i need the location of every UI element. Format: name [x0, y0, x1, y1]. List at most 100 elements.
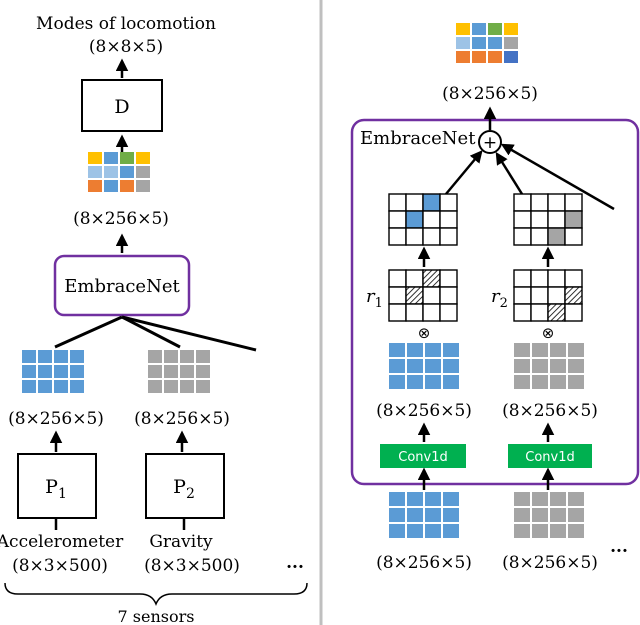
mosaic-cell: [472, 51, 486, 63]
grid-cell: [196, 380, 210, 393]
input1-shape-label: (8×256×5): [376, 553, 472, 573]
p1-label: P1: [45, 476, 67, 502]
grid-cell: [568, 524, 584, 538]
selected-cell: [547, 210, 566, 229]
mosaic-cell: [88, 166, 102, 178]
mosaic-cell: [488, 51, 502, 63]
grid-cell: [425, 359, 441, 373]
selected-cell: [513, 227, 532, 246]
mosaic-cell: [472, 37, 486, 49]
grid-cell: [550, 524, 566, 538]
selected-cell: [513, 210, 532, 229]
grid-cell: [568, 343, 584, 357]
grid-cell: [443, 359, 459, 373]
selected-cell: [530, 193, 549, 212]
grid-cell: [38, 380, 52, 393]
p1-output-shape-label: (8×256×5): [8, 409, 104, 429]
grid-cell: [425, 375, 441, 389]
connector-p1-to-embracenet: [54, 315, 123, 349]
selected-grid-1: [388, 193, 458, 246]
input-grid-1: [389, 492, 459, 538]
arrow-others-to-sum: [500, 143, 615, 211]
grid-cell: [443, 492, 459, 506]
mosaic-cell: [488, 37, 502, 49]
p2-output-shape-label: (8×256×5): [134, 409, 230, 429]
mask-cell: [405, 286, 424, 305]
decoder-label: D: [114, 96, 129, 118]
grid-cell: [164, 350, 178, 363]
grid-cell: [22, 365, 36, 378]
grid-cell: [407, 492, 423, 506]
selected-cell: [564, 193, 583, 212]
mosaic-cell: [120, 152, 134, 164]
selected-cell: [530, 210, 549, 229]
embracenet-detail-box: [350, 118, 640, 486]
grid-cell: [38, 350, 52, 363]
fused-output-shape-label: (8×256×5): [442, 84, 538, 104]
grid-cell: [389, 508, 405, 522]
grid-cell: [568, 375, 584, 389]
grid-cell: [443, 375, 459, 389]
grid-cell: [550, 359, 566, 373]
feature-grid-1: [389, 343, 459, 389]
right-ellipsis: ...: [610, 537, 628, 557]
connector-p2-to-embracenet: [121, 315, 181, 349]
selected-cell: [439, 227, 458, 246]
grid-cell: [443, 343, 459, 357]
grid-cell: [550, 343, 566, 357]
grid-cell: [164, 365, 178, 378]
grid-cell: [389, 492, 405, 506]
grid-cell: [514, 508, 530, 522]
grid-cell: [514, 359, 530, 373]
selected-cell: [422, 210, 441, 229]
grid-cell: [22, 380, 36, 393]
embedding-shape-label: (8×256×5): [73, 209, 169, 229]
mask-cell: [422, 303, 441, 322]
embracenet-box: [53, 254, 191, 317]
mask-cell: [530, 286, 549, 305]
output-title: Modes of locomotion: [36, 14, 216, 34]
selected-cell: [388, 227, 407, 246]
grid-cell: [389, 359, 405, 373]
sensor2-name: Gravity: [149, 532, 213, 552]
grid-cell: [514, 492, 530, 506]
input2-shape-label: (8×256×5): [502, 553, 598, 573]
sum-symbol: +: [483, 133, 497, 153]
grid-cell: [514, 375, 530, 389]
selected-cell: [547, 227, 566, 246]
mask-cell: [547, 303, 566, 322]
mosaic-cell: [456, 23, 470, 35]
mask-cell: [530, 303, 549, 322]
feature2-shape-label: (8×256×5): [502, 401, 598, 421]
mask-cell: [564, 286, 583, 305]
mask-cell: [513, 286, 532, 305]
mosaic-cell: [104, 180, 118, 192]
input-grid-2: [514, 492, 584, 538]
grid-cell: [407, 524, 423, 538]
selected-cell: [439, 193, 458, 212]
mosaic-cell: [136, 180, 150, 192]
multiply-symbol-1: ⊗: [418, 324, 431, 342]
grid-cell: [532, 524, 548, 538]
sum-node: [478, 130, 502, 154]
grid-cell: [196, 365, 210, 378]
mask-cell: [513, 269, 532, 288]
sensor2-shape: (8×3×500): [144, 556, 240, 576]
mosaic-cell: [456, 37, 470, 49]
p2-label: P2: [173, 476, 195, 502]
selected-cell: [547, 193, 566, 212]
feature1-shape-label: (8×256×5): [376, 401, 472, 421]
mosaic-cell: [136, 166, 150, 178]
selected-cell: [564, 227, 583, 246]
selected-cell: [405, 193, 424, 212]
mask-cell: [422, 269, 441, 288]
grid-cell: [532, 375, 548, 389]
mosaic-cell: [504, 37, 518, 49]
fused-output-mosaic: [456, 23, 518, 63]
grid-cell: [532, 492, 548, 506]
grid-cell: [389, 524, 405, 538]
mosaic-cell: [136, 152, 150, 164]
r2-label: r2: [491, 286, 508, 311]
grid-cell: [148, 350, 162, 363]
